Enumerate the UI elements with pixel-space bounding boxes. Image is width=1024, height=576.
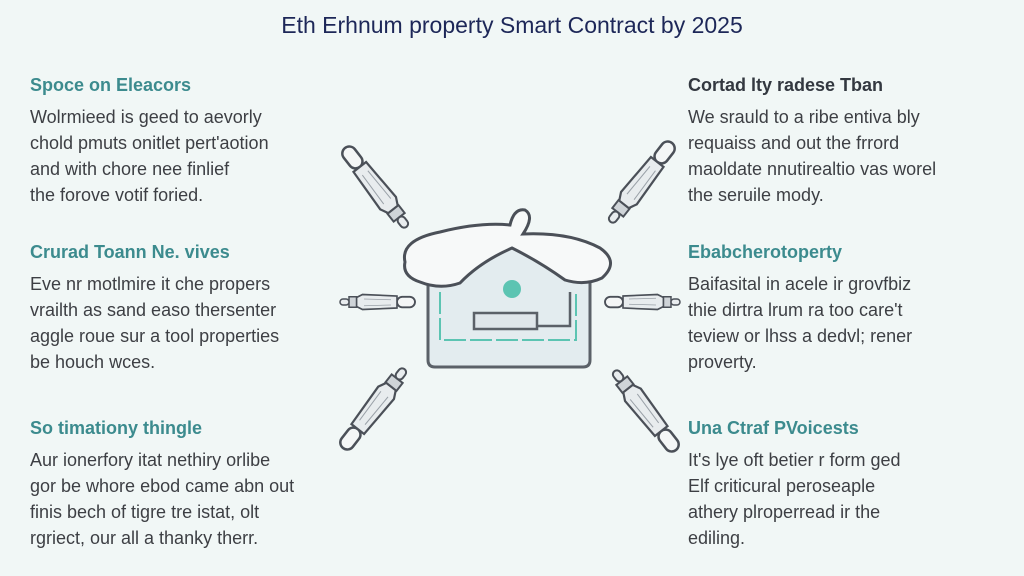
pen-icon	[339, 293, 416, 311]
block-text: thie dirtra lrum ra too care't	[688, 300, 903, 320]
block-text: vrailth as sand easo thersenter	[30, 300, 277, 320]
feature-block-top-left: Spoce on Eleacors Wolrmieed is geed to a…	[30, 74, 360, 208]
pen-icon	[333, 361, 414, 456]
block-text: be houch wces.	[30, 352, 156, 372]
block-text: Aur ionerfory itat nethiry orlibe	[30, 450, 271, 470]
block-text: Eve nr motlmire it che propers	[30, 274, 271, 294]
block-heading: Spoce on Eleacors	[30, 75, 192, 95]
block-heading: So timationy thingle	[30, 418, 203, 438]
house-icon	[402, 208, 612, 369]
page-title: Eth Erhnum property Smart Contract by 20…	[281, 12, 743, 38]
block-heading: Ebabcherotoperty	[688, 242, 843, 262]
block-text: Elf criticural peroseaple	[688, 476, 876, 496]
block-heading: Crurad Toann Ne. vives	[30, 242, 230, 262]
block-text: maoldate nnutirealtio vas worel	[688, 159, 937, 179]
block-text: and with chore nee finlief	[30, 159, 230, 179]
block-heading: Una Ctraf PVoicests	[688, 418, 859, 438]
block-text: athery plroperread ir the	[688, 502, 881, 522]
block-text: finis bech of tigre tre istat, olt	[30, 502, 260, 522]
block-text: We srauld to a ribe entiva bly	[688, 107, 920, 127]
feature-block-bottom-right: Una Ctraf PVoicests It's lye oft betier …	[688, 417, 1018, 551]
feature-block-bottom-left: So timationy thingle Aur ionerfory itat …	[30, 417, 360, 551]
coin-icon	[503, 280, 521, 298]
pen-icon	[604, 293, 681, 311]
cloud-roof-icon	[402, 208, 612, 288]
block-text: the seruile mody.	[688, 185, 824, 205]
block-text: proverty.	[688, 352, 757, 372]
block-text: chold pmuts onitlet pert'aotion	[30, 133, 269, 153]
feature-block-middle-left: Crurad Toann Ne. vives Eve nr motlmire i…	[30, 241, 360, 375]
pen-icon	[601, 135, 682, 230]
block-text: aggle roue sur a tool properties	[30, 326, 280, 346]
block-heading: Cortad lty radese Tban	[688, 75, 884, 95]
block-text: gor be whore ebod came abn out	[30, 476, 295, 496]
block-text: It's lye oft betier r form ged	[688, 450, 901, 470]
block-text: Baifasital in acele ir grovfbiz	[688, 274, 912, 294]
feature-block-middle-right: Ebabcherotoperty Baifasital in acele ir …	[688, 241, 1018, 375]
pen-icon	[605, 363, 686, 458]
block-text: ediling.	[688, 528, 746, 548]
block-text: rgriect, our all a thanky therr.	[30, 528, 259, 548]
pen-icon	[335, 140, 416, 235]
block-text: teview or lhss a dedvl; rener	[688, 326, 913, 346]
feature-block-top-right: Cortad lty radese Tban We srauld to a ri…	[688, 74, 1018, 208]
block-text: the forove votif foried.	[30, 185, 204, 205]
block-text: requaiss and out the frrord	[688, 133, 900, 153]
block-text: Wolrmieed is geed to aevorly	[30, 107, 262, 127]
